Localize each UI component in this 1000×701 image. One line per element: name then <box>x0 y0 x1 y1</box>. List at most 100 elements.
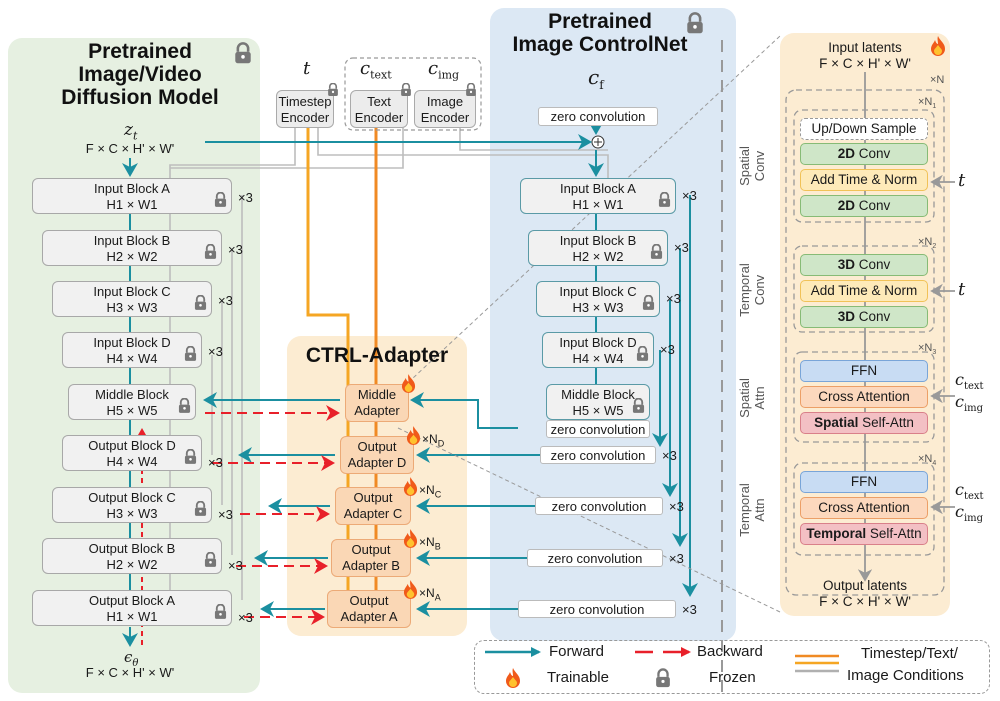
block-dims: H1 × W1 <box>106 197 158 212</box>
timestep-side-input: t <box>958 170 966 191</box>
zero-convolution: zero convolution <box>546 420 650 438</box>
input-dims: F × C × H' × W' <box>85 141 175 156</box>
repeat-label: ×3 <box>238 190 253 205</box>
adapter-label: Output <box>353 490 393 505</box>
adapter-label: Adapter B <box>342 558 400 573</box>
repeat-label: ×NB <box>419 535 441 552</box>
legend-backward-label: Backward <box>697 643 763 660</box>
repeat-label: ×3 <box>218 293 233 308</box>
repeat-label: ×NA <box>419 586 441 603</box>
block-name: Output Block B <box>88 541 176 556</box>
block-name: Output Block C <box>88 490 176 505</box>
detail-layer: 3D Conv <box>800 254 928 276</box>
input-latents-dims: F × C × H' × W' <box>819 56 911 71</box>
encoder-label: Encoder <box>420 110 470 125</box>
zero-convolution: zero convolution <box>518 600 676 618</box>
repeat-label: ×3 <box>228 558 243 573</box>
legend-frozen-label: Frozen <box>709 669 756 686</box>
detail-layer: 2D Conv <box>800 143 928 165</box>
input-latents-label: Input latents <box>828 40 902 55</box>
detail-layer: Add Time & Norm <box>800 280 928 302</box>
detail-layer: Up/Down Sample <box>800 118 928 140</box>
legend-conditions-label: Image Conditions <box>847 667 964 684</box>
output-dims: F × C × H' × W' <box>85 665 175 680</box>
block-name: Output Block A <box>89 593 175 608</box>
block-name: Middle Block <box>561 387 635 402</box>
lock-icon <box>466 83 476 96</box>
repeat-label: ×3 <box>682 602 697 617</box>
timestep-side-input: t <box>958 279 966 300</box>
lock-icon <box>636 345 649 365</box>
title-line: Image/Video <box>78 63 202 87</box>
lock-icon <box>687 12 703 34</box>
encoder-label: Image <box>426 94 464 109</box>
section-repeat-label: ×N2 <box>918 236 937 251</box>
adapter-label: Adapter C <box>343 506 403 521</box>
output-latents-label: Output latents <box>822 578 908 593</box>
diffusion-model-title: Pretrained Image/Video Diffusion Model <box>40 40 240 109</box>
block-dims: H1 × W1 <box>572 197 624 212</box>
detail-layer: 3D Conv <box>800 306 928 328</box>
encoder-label: Encoder <box>280 110 330 125</box>
legend-trainable-label: Trainable <box>547 669 609 686</box>
noise-output-symbol: ϵθ <box>124 648 139 669</box>
image-condition-lines <box>169 126 609 600</box>
block-dims: H4 × W4 <box>106 351 158 366</box>
block-name: Input Block D <box>93 335 171 350</box>
title-line: Diffusion Model <box>61 86 219 110</box>
block-dims: H3 × W3 <box>572 300 624 315</box>
block-name: Input Block B <box>559 233 637 248</box>
image-input-symbol: cimg <box>428 58 460 82</box>
detail-repeat-frames <box>785 89 945 596</box>
block-name: Input Block C <box>559 284 637 299</box>
lock-icon <box>632 397 645 417</box>
backward-lines <box>134 405 340 645</box>
detail-layer: Spatial Self-Attn <box>800 412 928 434</box>
zero-convolution: zero convolution <box>540 446 656 464</box>
outer-repeat-label: ×N <box>930 74 945 86</box>
fire-icon <box>931 36 945 56</box>
lock-icon <box>194 500 207 520</box>
block-name: Input Block C <box>93 284 171 299</box>
block-dims: H2 × W2 <box>106 249 158 264</box>
fire-icon <box>406 426 421 450</box>
fire-icon <box>506 668 520 688</box>
block-name: Middle Block <box>95 387 169 402</box>
repeat-label: ×3 <box>669 551 684 566</box>
adapter-label: Adapter D <box>347 455 407 470</box>
control-input-symbol: cf <box>588 65 604 92</box>
lock-icon <box>214 191 227 211</box>
zoom-guide-lines <box>397 35 781 613</box>
backward-arrow-icon <box>635 647 691 657</box>
image-encoder: Image Encoder <box>414 90 476 128</box>
lock-icon <box>650 243 663 263</box>
condition-side-input: ctext <box>955 370 984 393</box>
forward-arrow-icon <box>485 647 541 657</box>
legend: Forward Backward Trainable Frozen Timest… <box>474 640 990 694</box>
block-dims: H2 × W2 <box>572 249 624 264</box>
repeat-label: ×3 <box>238 610 253 625</box>
detail-layer: 2D Conv <box>800 195 928 217</box>
repeat-label: ×3 <box>669 499 684 514</box>
block-dims: H5 × W5 <box>106 403 158 418</box>
fire-icon <box>401 374 416 398</box>
block-name: Input Block D <box>559 335 637 350</box>
controlnet-title: Pretrained Image ControlNet <box>500 10 700 56</box>
lock-icon <box>204 243 217 263</box>
repeat-label: ×3 <box>228 242 243 257</box>
lock-icon <box>204 551 217 571</box>
title-line: Pretrained <box>88 40 192 63</box>
block-dims: H3 × W3 <box>106 300 158 315</box>
